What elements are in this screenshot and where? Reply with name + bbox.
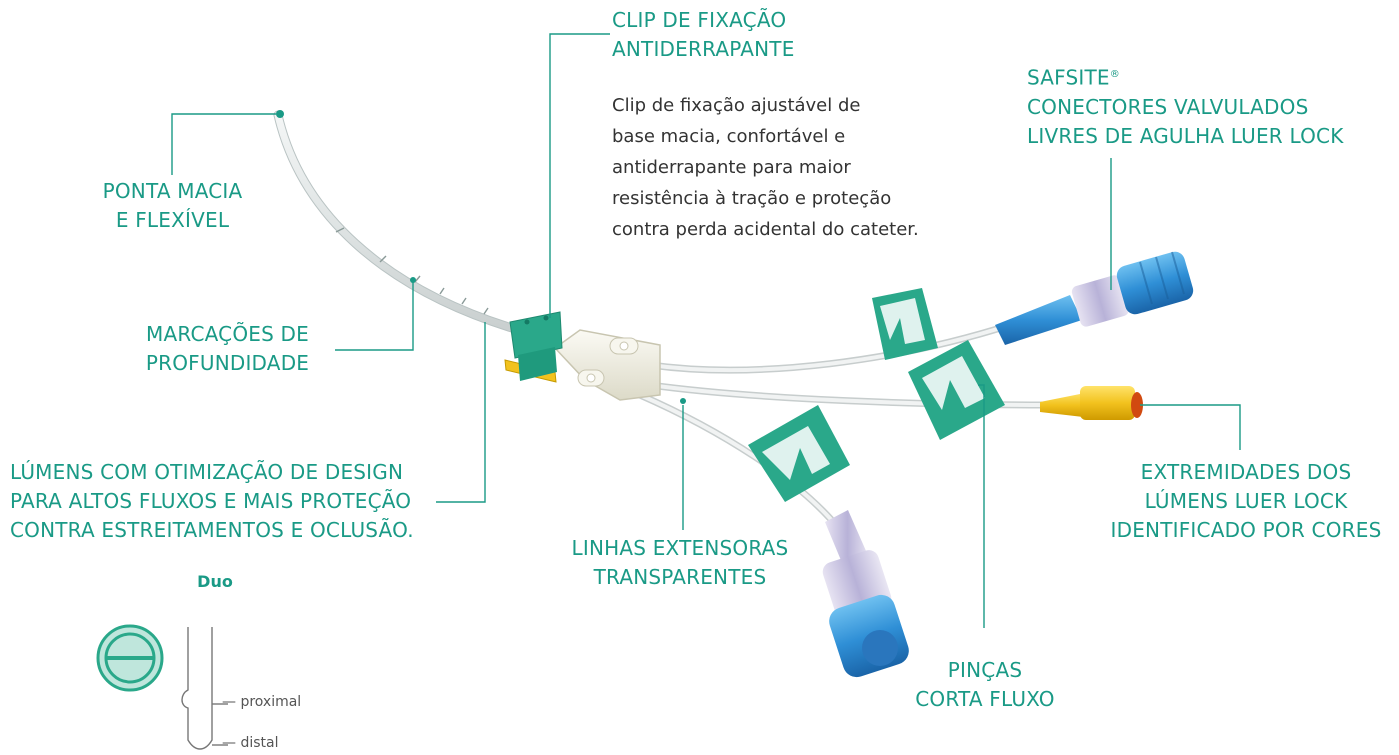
extension-lines: [636, 321, 1049, 534]
luer-end-yellow: [1040, 386, 1143, 420]
clamp-top: [872, 288, 938, 360]
safsite-line-2: LIVRES DE AGULHA LUER LOCK: [1027, 123, 1344, 148]
ends-line-2: LÚMENS LUER LOCK: [1144, 489, 1348, 513]
proximal-label: — proximal: [222, 694, 302, 710]
duo-lumen-diagram: [181, 627, 228, 750]
clamp-bottom: [748, 405, 850, 502]
clip-desc-line-4: resistência à tração e proteção: [612, 188, 892, 209]
clip-desc-line-3: antiderrapante para maior: [612, 157, 851, 178]
clip-desc-line-2: base macia, confortável e: [612, 126, 846, 147]
extension-lines-label: LINHAS EXTENSORAS TRANSPARENTES: [555, 534, 805, 592]
clip-desc-line-5: contra perda acidental do cateter.: [612, 219, 919, 240]
safsite-label: SAFSITE® CONECTORES VALVULADOS LIVRES DE…: [1027, 60, 1344, 151]
lumens-label: LÚMENS COM OTIMIZAÇÃO DE DESIGN PARA ALT…: [10, 458, 414, 545]
fixation-clip: [504, 311, 563, 383]
leader-lines: [171, 33, 1241, 628]
extension-line-1: LINHAS EXTENSORAS: [571, 536, 789, 560]
tip-label: PONTA MACIA E FLEXÍVEL: [90, 177, 255, 235]
duo-cross-section: [96, 624, 164, 692]
safsite-connector-bottom: [822, 510, 909, 678]
extension-line-2: TRANSPARENTES: [593, 565, 767, 589]
clamps-label: PINÇAS CORTA FLUXO: [900, 656, 1070, 714]
ends-line-3: IDENTIFICADO POR CORES: [1110, 518, 1382, 542]
depth-line-1: MARCAÇÕES DE: [146, 322, 309, 346]
depth-markings-label: MARCAÇÕES DE PROFUNDIDADE: [135, 320, 320, 378]
lumens-line-1: LÚMENS COM OTIMIZAÇÃO DE DESIGN: [10, 460, 404, 484]
ends-line-1: EXTREMIDADES DOS: [1140, 460, 1352, 484]
clamps-line-1: PINÇAS: [947, 658, 1023, 682]
safsite-line-1: CONECTORES VALVULADOS: [1027, 94, 1309, 119]
depth-line-2: PROFUNDIDADE: [145, 351, 310, 375]
lumens-line-3: CONTRA ESTREITAMENTOS E OCLUSÃO.: [10, 518, 414, 542]
tip-line-1: PONTA MACIA: [102, 179, 243, 203]
catheter-tube: [273, 110, 530, 337]
safsite-connector-top: [995, 251, 1194, 345]
registered-mark: ®: [1109, 69, 1120, 80]
duo-title: Duo: [197, 572, 233, 591]
lumens-line-2: PARA ALTOS FLUXOS E MAIS PROTEÇÃO: [10, 489, 412, 513]
clip-title-line-2: ANTIDERRAPANTE: [612, 37, 795, 61]
clip-title-label: CLIP DE FIXAÇÃO ANTIDERRAPANTE: [612, 6, 795, 64]
safsite-brand: SAFSITE: [1027, 65, 1110, 90]
colored-ends-label: EXTREMIDADES DOS LÚMENS LUER LOCK IDENTI…: [1103, 458, 1389, 545]
clamps-line-2: CORTA FLUXO: [915, 687, 1055, 711]
safsite-brand-line: SAFSITE®: [1027, 60, 1344, 93]
hub: [553, 329, 661, 401]
clip-description: Clip de fixação ajustável de base macia,…: [612, 90, 919, 245]
clip-desc-line-1: Clip de fixação ajustável de: [612, 95, 861, 116]
clamp-middle: [908, 340, 1005, 440]
distal-label: — distal: [222, 735, 279, 751]
clip-title-line-1: CLIP DE FIXAÇÃO: [612, 8, 787, 32]
tip-line-2: E FLEXÍVEL: [115, 208, 230, 232]
